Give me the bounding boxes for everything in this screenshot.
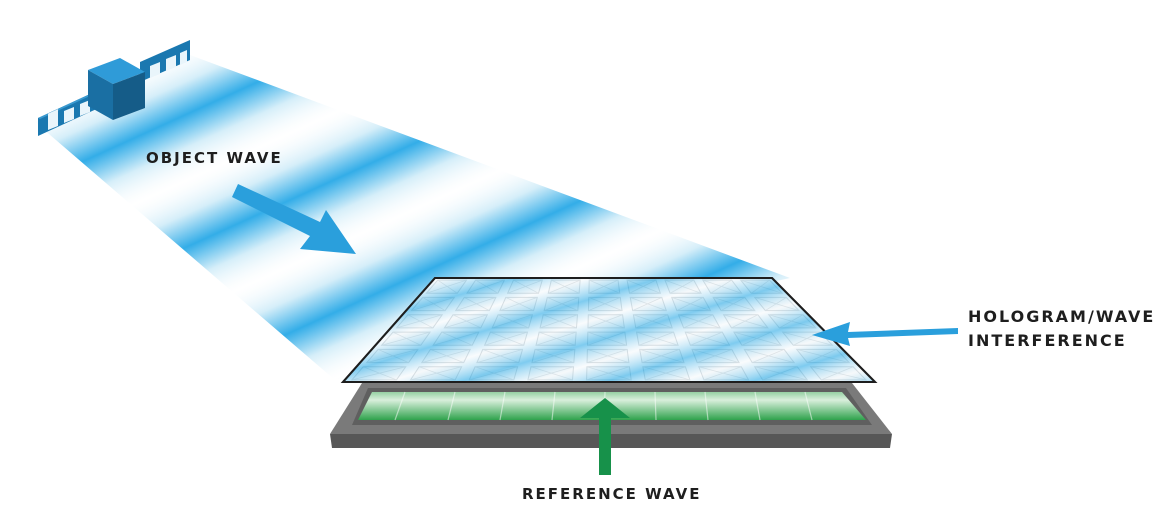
satellite-icon (38, 40, 190, 136)
hologram-label-line1: HOLOGRAM/WAVE (968, 307, 1156, 326)
hologram-label-line2: INTERFERENCE (968, 331, 1127, 350)
hologram-arrow (812, 322, 958, 346)
hologram-label: HOLOGRAM/WAVE INTERFERENCE (968, 305, 1155, 353)
hologram-panel (340, 277, 878, 383)
object-wave-label: OBJECT WAVE (146, 149, 283, 167)
object-wave-arrow (232, 184, 356, 254)
reference-wave-arrow (580, 398, 630, 475)
reference-wave-label: REFERENCE WAVE (522, 485, 702, 503)
